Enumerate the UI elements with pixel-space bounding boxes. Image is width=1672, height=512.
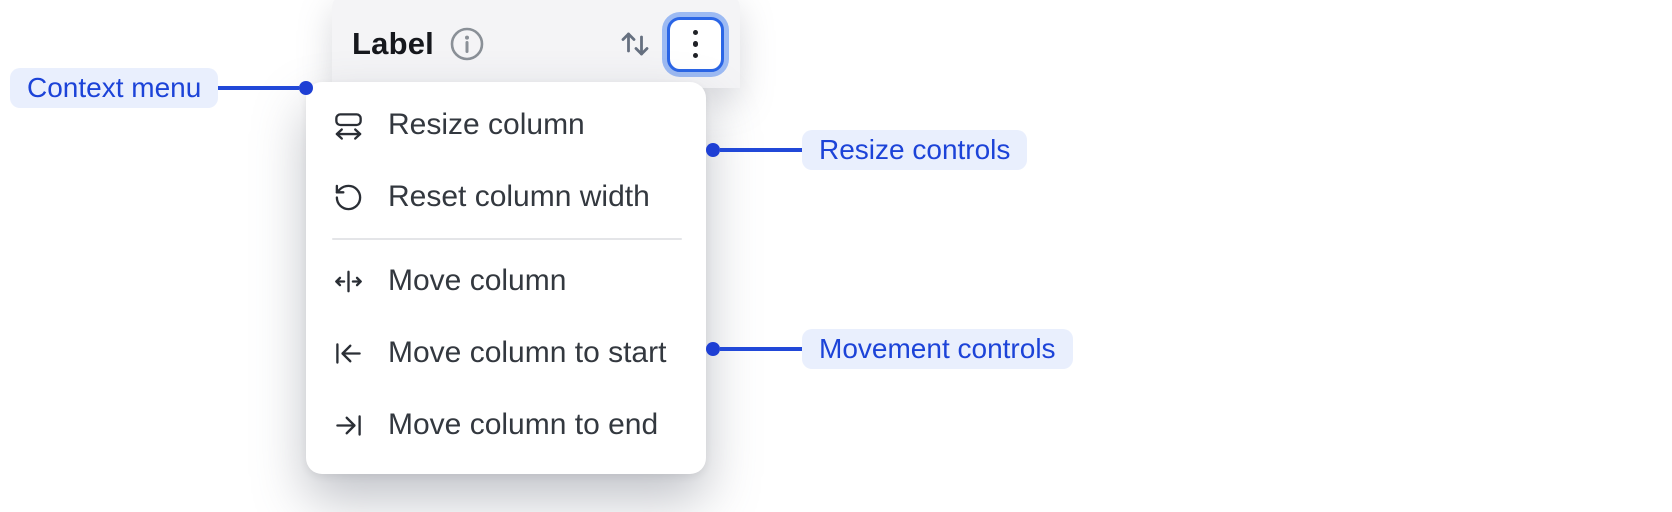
menu-item-label: Resize column (388, 108, 585, 141)
menu-item-move-column-to-end[interactable]: Move column to end (306, 389, 706, 461)
resize-column-icon (333, 110, 364, 141)
annotation-context-menu: Context menu (10, 68, 314, 108)
move-column-icon (333, 266, 364, 297)
column-context-menu: Resize column Reset column width (306, 82, 706, 474)
annotation-dot (706, 342, 720, 356)
column-header-label: Label (352, 26, 434, 61)
kebab-dot (692, 41, 699, 47)
annotation-pill: Resize controls (802, 130, 1028, 170)
menu-item-label: Reset column width (388, 180, 650, 213)
menu-item-move-column[interactable]: Move column (306, 245, 706, 317)
sort-icon[interactable] (619, 26, 651, 62)
kebab-menu-button[interactable] (667, 16, 724, 72)
column-header-cell: Label (332, 0, 740, 88)
menu-item-move-column-to-start[interactable]: Move column to start (306, 317, 706, 389)
menu-item-label: Move column (388, 264, 567, 297)
move-column-to-start-icon (333, 338, 364, 369)
annotation-movement-controls: Movement controls (706, 329, 1073, 369)
move-column-to-end-icon (333, 410, 364, 441)
kebab-dot (692, 52, 699, 59)
menu-divider (332, 238, 682, 240)
menu-item-label: Move column to end (388, 408, 659, 441)
kebab-dot (692, 29, 699, 36)
annotation-dot (299, 81, 314, 95)
annotation-line (720, 347, 802, 351)
annotation-resize-controls: Resize controls (706, 130, 1028, 170)
annotation-pill: Context menu (10, 68, 219, 108)
menu-item-resize-column[interactable]: Resize column (306, 89, 706, 161)
annotation-pill: Movement controls (802, 329, 1073, 369)
annotation-line (720, 148, 802, 152)
menu-item-label: Move column to start (388, 336, 667, 369)
annotation-line (218, 86, 300, 90)
annotation-dot (706, 143, 720, 157)
info-icon[interactable] (449, 26, 485, 62)
reset-column-width-icon (333, 182, 364, 213)
menu-item-reset-column-width[interactable]: Reset column width (306, 161, 706, 233)
